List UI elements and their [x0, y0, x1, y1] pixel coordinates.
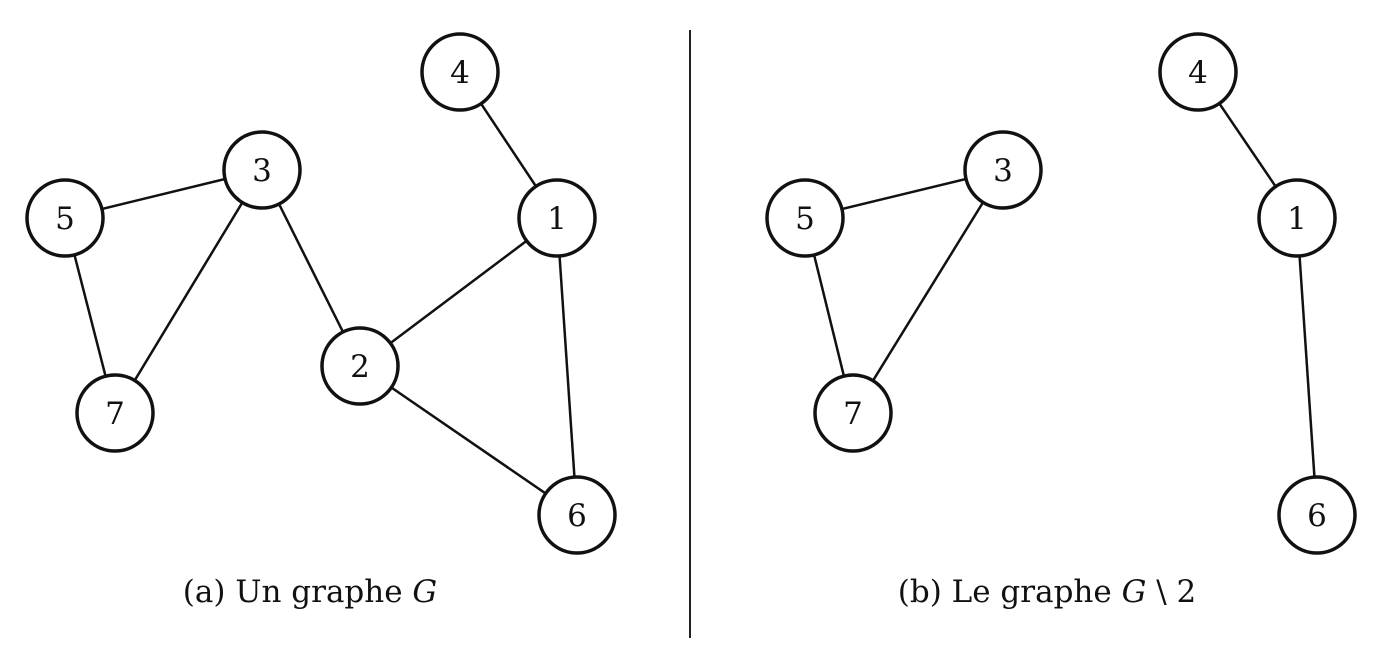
node-circle [420, 32, 500, 112]
node-circle [963, 130, 1043, 210]
node-circle [1277, 475, 1357, 555]
node-circle [1257, 178, 1337, 258]
node-a-5: 5 [25, 178, 105, 258]
node-circle [813, 373, 893, 453]
node-b-7: 7 [813, 373, 893, 453]
edge-a-2-6 [359, 364, 578, 517]
node-label: 1 [547, 201, 567, 237]
node-circle [765, 178, 845, 258]
node-a-2: 2 [320, 326, 400, 406]
node-b-6: 6 [1277, 475, 1357, 555]
node-circle [75, 373, 155, 453]
node-label: 6 [567, 498, 587, 534]
node-label: 5 [55, 201, 75, 237]
panel-divider [689, 30, 691, 638]
caption-b: (b) Le graphe G \ 2 [898, 574, 1196, 610]
node-label: 6 [1307, 498, 1327, 534]
node-circle [1158, 32, 1238, 112]
node-label: 2 [350, 349, 370, 385]
node-a-4: 4 [420, 32, 500, 112]
node-a-3: 3 [222, 130, 302, 210]
node-b-5: 5 [765, 178, 845, 258]
node-label: 7 [843, 396, 863, 432]
caption-a: (a) Un graphe G [183, 574, 437, 610]
node-circle [320, 326, 400, 406]
caption-a-prefix: (a) Un graphe [182, 574, 413, 610]
caption-b-suffix: \ 2 [1146, 574, 1197, 610]
node-b-4: 4 [1158, 32, 1238, 112]
node-a-6: 6 [537, 475, 617, 555]
node-label: 7 [105, 396, 125, 432]
node-label: 1 [1287, 201, 1307, 237]
caption-b-symbol: G [1121, 574, 1147, 610]
node-label: 3 [252, 153, 272, 189]
edge-a-3-7 [113, 169, 264, 414]
caption-b-prefix: (b) Le graphe [897, 574, 1122, 610]
edge-b-1-6 [1295, 217, 1319, 516]
node-circle [25, 178, 105, 258]
node-a-7: 7 [75, 373, 155, 453]
caption-a-symbol: G [412, 574, 438, 610]
node-b-3: 3 [963, 130, 1043, 210]
node-circle [517, 178, 597, 258]
node-circle [222, 130, 302, 210]
node-label: 5 [795, 201, 815, 237]
node-circle [537, 475, 617, 555]
node-b-1: 1 [1257, 178, 1337, 258]
node-label: 4 [450, 55, 470, 91]
edge-a-2-1 [359, 217, 558, 367]
node-label: 4 [1188, 55, 1208, 91]
node-a-1: 1 [517, 178, 597, 258]
edge-b-3-7 [851, 169, 1005, 414]
node-label: 3 [993, 153, 1013, 189]
edge-a-1-6 [555, 217, 579, 516]
